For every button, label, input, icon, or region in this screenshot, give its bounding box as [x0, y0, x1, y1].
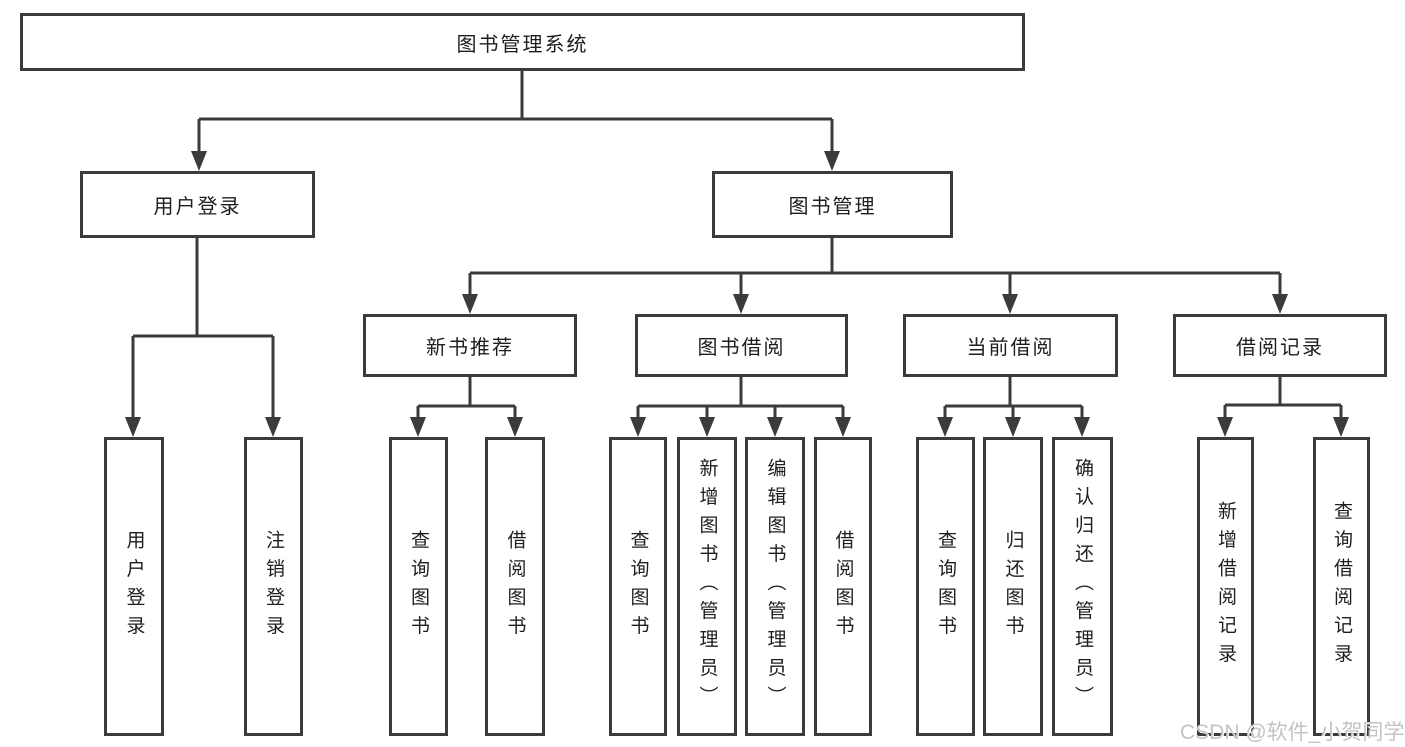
node-book-borrow: 图书借阅: [635, 314, 848, 377]
node-book-management: 图书管理: [712, 171, 953, 238]
leaf-recommend-borrow-books-label: 借阅图书: [504, 529, 526, 644]
node-borrow-records-label: 借阅记录: [1236, 337, 1324, 359]
node-book-management-label: 图书管理: [788, 196, 877, 218]
node-new-book-recommend: 新书推荐: [363, 314, 577, 377]
node-root-library-system: 图书管理系统: [20, 13, 1025, 71]
leaf-borrow-add-books-admin: 新增图书（管理员）: [677, 437, 737, 736]
leaf-recommend-query-books-label: 查询图书: [408, 529, 429, 644]
leaf-current-query-books-label: 查询图书: [935, 529, 956, 644]
leaf-recommend-query-books: 查询图书: [389, 437, 448, 736]
node-root-label: 图书管理系统: [456, 33, 589, 56]
leaf-current-confirm-return-admin-label: 确认归还（管理员）: [1072, 458, 1093, 715]
node-user-login-label: 用户登录: [153, 196, 242, 218]
leaf-borrow-borrow-books-label: 借阅图书: [832, 529, 854, 644]
node-current-borrow-label: 当前借阅: [966, 337, 1055, 359]
csdn-watermark: CSDN @软件_小贺同学: [1180, 721, 1405, 744]
leaf-logout: 注销登录: [244, 437, 303, 736]
leaf-records-add-record-label: 新增借阅记录: [1215, 501, 1236, 672]
leaf-borrow-query-books: 查询图书: [609, 437, 667, 736]
leaf-records-query-record-label: 查询借阅记录: [1331, 501, 1352, 672]
node-current-borrow: 当前借阅: [903, 314, 1118, 377]
leaf-records-add-record: 新增借阅记录: [1197, 437, 1254, 736]
leaf-login-label: 用户登录: [123, 529, 145, 644]
leaf-logout-label: 注销登录: [263, 529, 284, 644]
leaf-login: 用户登录: [104, 437, 164, 736]
leaf-current-return-books-label: 归还图书: [1002, 529, 1024, 644]
leaf-recommend-borrow-books: 借阅图书: [485, 437, 545, 736]
node-user-login: 用户登录: [80, 171, 315, 238]
connector-stems: [131, 70, 1343, 421]
leaf-current-return-books: 归还图书: [983, 437, 1043, 736]
leaf-borrow-edit-books-admin: 编辑图书（管理员）: [745, 437, 805, 736]
leaf-current-confirm-return-admin: 确认归还（管理员）: [1052, 437, 1113, 736]
leaf-borrow-query-books-label: 查询图书: [627, 529, 649, 644]
leaf-borrow-edit-books-admin-label: 编辑图书（管理员）: [764, 458, 786, 715]
leaf-current-query-books: 查询图书: [916, 437, 975, 736]
node-borrow-records: 借阅记录: [1173, 314, 1387, 377]
leaf-borrow-add-books-admin-label: 新增图书（管理员）: [696, 458, 718, 715]
connector-arrowheads: [125, 151, 1349, 437]
leaf-records-query-record: 查询借阅记录: [1313, 437, 1370, 736]
leaf-borrow-borrow-books: 借阅图书: [814, 437, 872, 736]
node-book-borrow-label: 图书借阅: [697, 337, 786, 359]
node-new-book-recommend-label: 新书推荐: [426, 337, 514, 359]
